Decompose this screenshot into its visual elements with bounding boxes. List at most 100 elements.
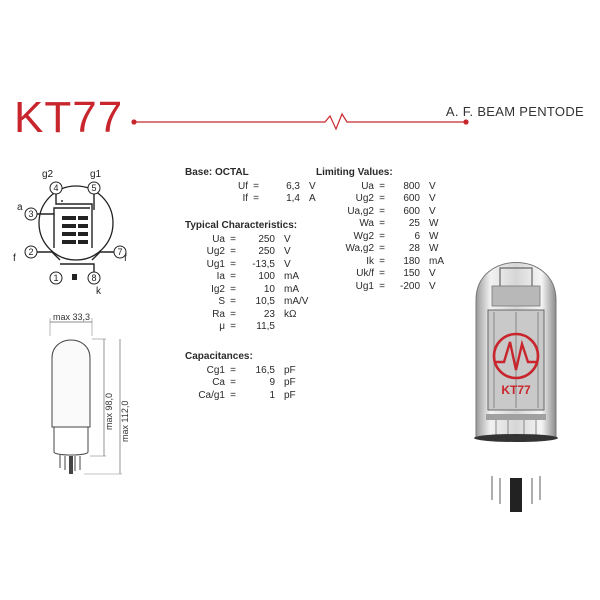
typical-row-sym: Ra <box>212 308 225 320</box>
limits-row-unit: V <box>429 205 436 217</box>
capacitances-title: Capacitances: <box>185 351 253 362</box>
capacitances-row-val: 16,5 <box>255 364 275 376</box>
label-g1: g1 <box>90 169 102 180</box>
base-row-sym: Uf <box>238 180 248 192</box>
capacitances-row-unit: pF <box>284 389 296 401</box>
pin-3: 3 <box>28 209 33 219</box>
capacitances-row-sym: Ca <box>212 377 225 388</box>
typical-row-eq: = <box>230 283 236 295</box>
label-g2: g2 <box>42 169 54 180</box>
limits-row-eq: = <box>379 280 385 292</box>
tube-logo-text: KT77 <box>501 383 531 397</box>
limits-row-sym: Wg2 <box>353 230 374 242</box>
typical-row-unit: mA <box>284 271 299 282</box>
label-k: k <box>96 286 102 297</box>
label-f-left: f <box>13 253 16 264</box>
limits-row-val: 150 <box>403 268 420 279</box>
limits-row-eq: = <box>379 180 385 192</box>
typical-row-val: 23 <box>263 308 275 320</box>
pin-2: 2 <box>28 247 33 257</box>
typical-row-unit: mA <box>284 283 299 295</box>
capacitances-row-sym: Cg1 <box>206 364 225 376</box>
typical-row: μ=11,5 <box>185 321 308 334</box>
limits-row-sym: Ug2 <box>355 193 374 204</box>
base-row-eq: = <box>253 180 259 192</box>
capacitances-row-sym: Ca/g1 <box>198 389 225 401</box>
header-divider-line <box>131 112 469 131</box>
limits-row-eq: = <box>379 230 385 242</box>
pin-4: 4 <box>53 183 58 193</box>
limits-row-val: 600 <box>403 205 420 217</box>
typical-row-eq: = <box>230 258 236 270</box>
dimension-height-total: max 112,0 <box>120 401 130 442</box>
capacitances-row: Ca = 9 pF <box>185 377 296 390</box>
typical-row-unit: mA/V <box>284 296 309 307</box>
base-title: Base: OCTAL <box>185 167 249 178</box>
typical-row-sym: Ia <box>216 271 225 282</box>
base-row-val: 6,3 <box>286 180 300 192</box>
typical-row-val: 250 <box>258 233 275 245</box>
limits-row-unit: V <box>429 280 436 292</box>
limits-row-unit: mA <box>429 255 444 267</box>
capacitances-row: Cg1 = 16,5 pF <box>185 365 296 378</box>
capacitances-row-unit: pF <box>284 377 296 388</box>
limits-row-eq: = <box>379 218 385 229</box>
typical-row-val: 10,5 <box>255 296 275 307</box>
typical-row-sym: Ig2 <box>211 283 225 295</box>
limits-row-val: 600 <box>403 193 420 204</box>
limits-row-sym: Ua <box>361 180 374 192</box>
capacitances-row-eq: = <box>230 389 236 401</box>
page-title: KT77 <box>14 93 124 142</box>
brand-logo-icon <box>492 332 540 380</box>
base-row-unit: V <box>309 180 316 192</box>
limits-row-unit: W <box>429 243 439 254</box>
limits-row-eq: = <box>379 243 385 254</box>
typical-row-unit: V <box>284 246 291 257</box>
label-f-right: f <box>124 253 127 264</box>
typical-row-val: -13,5 <box>252 258 275 270</box>
pin-1: 1 <box>53 273 58 283</box>
typical-row-unit: V <box>284 258 291 270</box>
limits-row-val: -200 <box>399 280 420 292</box>
limits-row-val: 180 <box>403 255 420 267</box>
limits-row-val: 6 <box>414 230 420 242</box>
pin-5: 5 <box>91 183 96 193</box>
limits-title: Limiting Values: <box>316 167 393 178</box>
limits-row-unit: V <box>429 180 436 192</box>
base-row: Uf = 6,3 V <box>185 181 316 194</box>
limits-row-sym: Ik <box>366 255 374 267</box>
typical-row-eq: = <box>230 246 236 257</box>
dimension-width: max 33,3 <box>53 312 90 322</box>
base-row-eq: = <box>253 193 259 204</box>
limits-row-sym: Ua,g2 <box>347 205 374 217</box>
label-a: a <box>17 202 23 213</box>
typical-row-unit: kΩ <box>284 308 297 320</box>
typical-row-eq: = <box>230 233 236 245</box>
tube-type-subtitle: A. F. BEAM PENTODE <box>445 104 584 119</box>
typical-title: Typical Characteristics: <box>185 220 298 231</box>
capacitances-row-eq: = <box>230 377 236 388</box>
capacitances-row-eq: = <box>230 364 236 376</box>
limits-row-unit: V <box>429 268 436 279</box>
base-row-sym: If <box>242 193 248 204</box>
limits-row-sym: Uk/f <box>356 268 374 279</box>
capacitances-row-unit: pF <box>284 364 296 376</box>
capacitances-row-val: 9 <box>269 377 275 388</box>
